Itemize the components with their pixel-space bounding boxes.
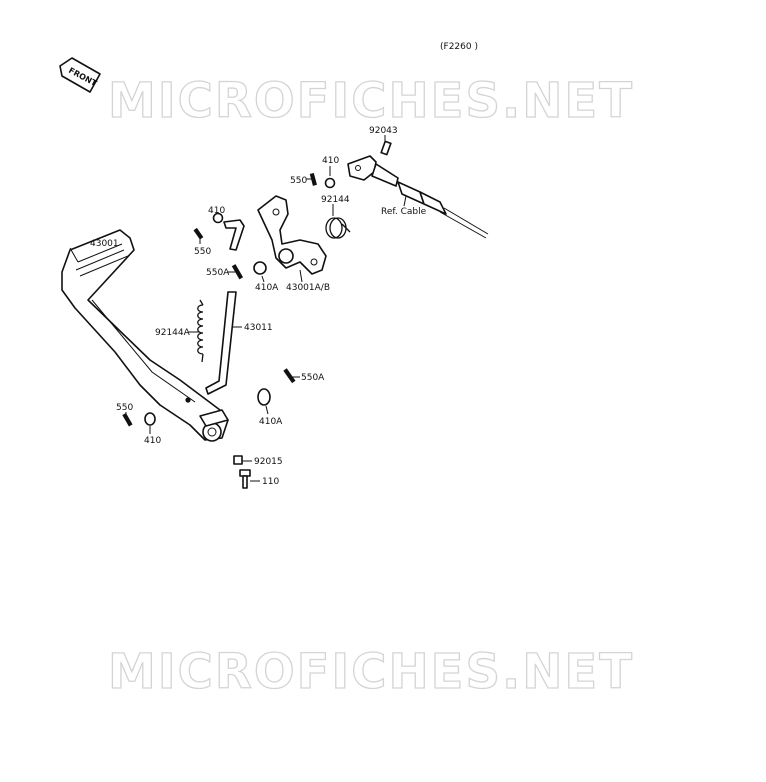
- cotter-pin-550A-low: [283, 368, 296, 384]
- bolt-92043: [380, 140, 392, 156]
- cotter-pin-550-top: [309, 172, 317, 186]
- bolt-110: [239, 469, 251, 489]
- diagram-code: (F2260 ): [440, 42, 478, 52]
- label-550A-low: 550A: [301, 373, 325, 383]
- label-43001: 43001: [90, 239, 119, 249]
- label-550-top: 550: [290, 176, 307, 186]
- label-110: 110: [262, 477, 279, 487]
- washer-410-top: [324, 177, 336, 189]
- label-550-mid: 550: [194, 247, 211, 257]
- leader-lines: [69, 135, 407, 482]
- clevis-top: [347, 155, 399, 187]
- cotter-pin-550A-mid: [231, 264, 244, 280]
- washer-410A-mid: [253, 261, 267, 275]
- bushing-92015: [233, 455, 243, 465]
- washer-410A-low: [257, 388, 271, 406]
- brake-rod-43011: [205, 291, 237, 395]
- label-410A-low: 410A: [259, 417, 283, 427]
- watermark-top: MICROFICHES.NET: [108, 73, 634, 129]
- label-410A-mid: 410A: [255, 283, 279, 293]
- label-410-top: 410: [322, 156, 339, 166]
- label-92043: 92043: [369, 126, 398, 136]
- spring-92144A: [197, 299, 204, 363]
- label-410-mid: 410: [208, 206, 225, 216]
- lever-43001AB: [257, 195, 327, 275]
- spring-92144: [325, 217, 351, 239]
- pin-bend: [223, 219, 245, 251]
- brake-pedal-43001: [61, 229, 229, 442]
- brake-cable: [397, 181, 489, 239]
- washer-410-low: [144, 412, 156, 426]
- label-43011: 43011: [244, 323, 273, 333]
- cotter-pin-550-low: [122, 412, 133, 427]
- label-92015: 92015: [254, 457, 283, 467]
- cotter-pin-550-mid: [193, 227, 204, 240]
- label-550-low: 550: [116, 403, 133, 413]
- label-ref-cable: Ref. Cable: [381, 207, 427, 217]
- label-410-low: 410: [144, 436, 161, 446]
- label-550A-mid: 550A: [206, 268, 230, 278]
- label-92144A: 92144A: [155, 328, 191, 338]
- watermark-bottom: MICROFICHES.NET: [108, 644, 634, 700]
- label-43001AB: 43001A/B: [286, 283, 330, 293]
- front-arrow-icon: FRONT: [59, 57, 101, 93]
- label-92144: 92144: [321, 195, 350, 205]
